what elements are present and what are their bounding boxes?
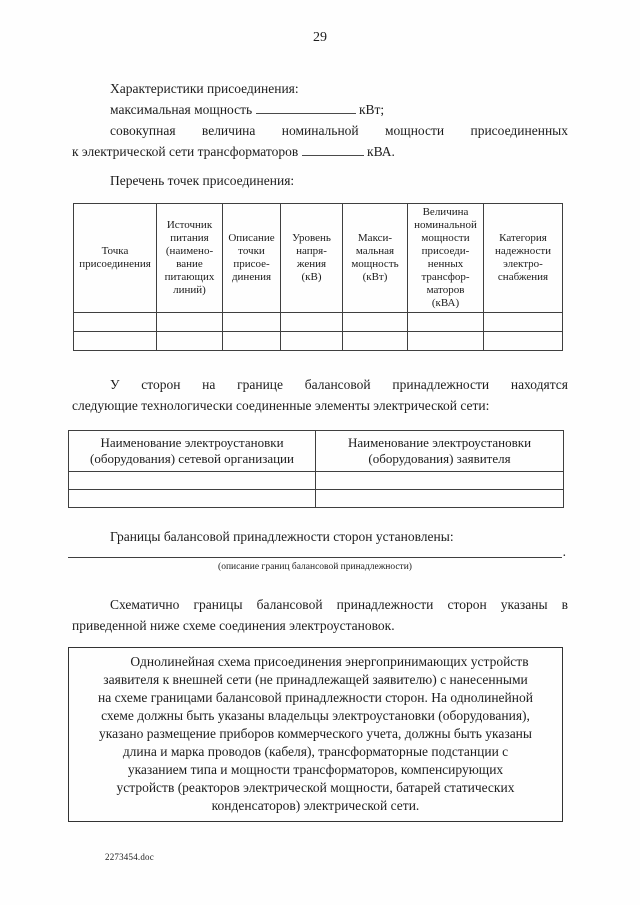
table-cell [342, 312, 408, 332]
table-cell [483, 331, 563, 351]
transformers-blank-field [301, 142, 364, 156]
intro-line-characteristics: Характеристики присоединения: [110, 81, 299, 96]
fill-in-line [68, 544, 562, 558]
col-header-max-power: Макси- мальная мощность (кВт) [342, 203, 408, 313]
table-cell [68, 471, 316, 490]
table-cell [483, 312, 563, 332]
table-cell [68, 489, 316, 508]
table-cell [280, 331, 343, 351]
table-cell [73, 331, 157, 351]
page-number: 29 [313, 30, 327, 45]
boundaries-established-title: Границы балансовой принадлежности сторон… [110, 529, 454, 544]
col-header-reliability-category: Категория надежности электро- снабжения [483, 203, 563, 313]
schematic-line-2: приведенной ниже схеме соединения электр… [72, 618, 395, 633]
max-power-unit: кВт; [358, 102, 385, 117]
transformers-label: к электрической сети трансформаторов [72, 144, 299, 159]
table-row [73, 331, 563, 351]
equipment-names-table: Наименование электроустановки (оборудова… [68, 430, 564, 508]
line-end-period: . [562, 544, 566, 559]
col-header-network-org-equipment: Наименование электроустановки (оборудова… [68, 430, 316, 472]
col-header-power-source: Источник питания (наимено- вание питающи… [156, 203, 223, 313]
intro-line-nominal-power: совокупная величина номинальной мощности… [110, 123, 568, 138]
col-header-voltage-level: Уровень напря- жения (кВ) [280, 203, 343, 313]
transformers-unit: кВА. [367, 144, 395, 159]
single-line-diagram-note-box: Однолинейная схема присоединения энергоп… [68, 647, 563, 822]
balance-boundary-paragraph: У сторон на границе балансовой принадлеж… [72, 374, 568, 416]
intro-line-max-power: максимальная мощность кВт; [72, 99, 568, 120]
fill-in-line-row: . [68, 544, 566, 558]
table-cell [156, 312, 223, 332]
table-header-row: Точка присоединения Источник питания (на… [73, 203, 563, 313]
table-cell [342, 331, 408, 351]
max-power-label: максимальная мощность [110, 102, 253, 117]
schematic-paragraph: Схематично границы балансовой принадлежн… [72, 594, 568, 636]
table-cell [407, 312, 484, 332]
table-header-row: Наименование электроустановки (оборудова… [68, 430, 564, 472]
table-cell [156, 331, 223, 351]
col-header-applicant-equipment: Наименование электроустановки (оборудова… [315, 430, 564, 472]
table-row [68, 489, 564, 508]
intro-line-transformers: к электрической сети трансформаторов кВА… [72, 141, 568, 162]
table-row [73, 312, 563, 332]
balance-boundary-line-1: У сторон на границе балансовой принадлеж… [110, 377, 568, 392]
table-cell [222, 312, 281, 332]
max-power-blank-field [255, 100, 356, 114]
connection-points-table: Точка присоединения Источник питания (на… [73, 203, 563, 351]
schematic-line-1: Схематично границы балансовой принадлежн… [110, 597, 568, 612]
table-row [68, 471, 564, 490]
table-cell [407, 331, 484, 351]
table-cell [73, 312, 157, 332]
balance-boundary-line-2: следующие технологически соединенные эле… [72, 398, 490, 413]
connection-points-list-title: Перечень точек присоединения: [110, 173, 295, 188]
table-cell [315, 471, 564, 490]
table-cell [315, 489, 564, 508]
col-header-transformer-power: Величина номинальной мощности присоеди- … [407, 203, 484, 313]
col-header-point-description: Описание точки присое- динения [222, 203, 281, 313]
table-cell [280, 312, 343, 332]
table-cell [222, 331, 281, 351]
document-filename-footer: 2273454.doc [105, 852, 154, 862]
col-header-connection-point: Точка присоединения [73, 203, 157, 313]
intro-paragraph: Характеристики присоединения: максимальн… [72, 78, 568, 162]
fill-in-line-caption: (описание границ балансовой принадлежнос… [218, 562, 412, 572]
